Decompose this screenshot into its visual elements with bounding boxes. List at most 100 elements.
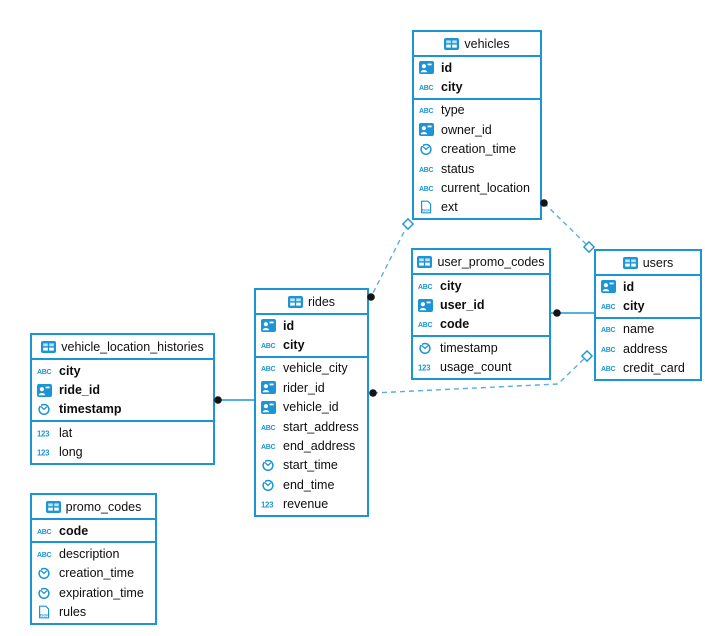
- relationship-vehicle_location_histories-to-rides[interactable]: [214, 396, 254, 404]
- id-icon: [418, 298, 435, 312]
- text-icon: ABC: [418, 281, 435, 291]
- table-header[interactable]: promo_codes: [32, 495, 155, 520]
- column-row-id[interactable]: id: [596, 277, 700, 296]
- number-icon: 123: [261, 499, 278, 510]
- relationship-user_promo_codes-to-users[interactable]: [551, 309, 594, 317]
- datetime-icon: [37, 586, 54, 600]
- column-name: long: [59, 445, 83, 460]
- column-row-long[interactable]: 123 long: [32, 443, 213, 462]
- table-header[interactable]: vehicle_location_histories: [32, 335, 213, 360]
- svg-text:ABC: ABC: [418, 284, 433, 291]
- relationship-line[interactable]: [370, 223, 409, 298]
- svg-text:ABC: ABC: [37, 369, 52, 376]
- table-icon: [287, 295, 303, 308]
- column-row-owner_id[interactable]: owner_id: [414, 120, 540, 139]
- table-title: rides: [307, 294, 336, 309]
- text-icon: ABC: [601, 363, 618, 373]
- table-icon: [45, 500, 61, 513]
- table-header[interactable]: vehicles: [414, 32, 540, 57]
- column-row-rider_id[interactable]: rider_id: [256, 378, 367, 397]
- table-icon: [444, 37, 460, 50]
- svg-text:ABC: ABC: [261, 343, 276, 350]
- id-icon: [261, 381, 278, 395]
- column-row-start_time[interactable]: start_time: [256, 456, 367, 475]
- column-name: ride_id: [59, 383, 100, 398]
- column-row-creation_time[interactable]: creation_time: [414, 140, 540, 159]
- column-row-ride_id[interactable]: ride_id: [32, 380, 213, 399]
- table-header[interactable]: users: [596, 251, 700, 276]
- column-name: rules: [59, 605, 87, 620]
- column-name: id: [623, 279, 635, 294]
- column-name: description: [59, 547, 120, 562]
- column-name: creation_time: [59, 566, 135, 581]
- svg-text:JSON: JSON: [421, 209, 431, 213]
- relationship-vehicles-to-users[interactable]: [540, 199, 596, 254]
- column-row-end_time[interactable]: end_time: [256, 475, 367, 494]
- column-row-user_id[interactable]: user_id: [413, 295, 549, 314]
- relationship-rides-to-vehicles[interactable]: [367, 217, 415, 301]
- text-icon: ABC: [261, 340, 278, 350]
- column-row-vehicle_id[interactable]: vehicle_id: [256, 398, 367, 417]
- datetime-icon: [37, 402, 54, 416]
- column-name: id: [283, 318, 295, 333]
- column-row-timestamp[interactable]: timestamp: [32, 400, 213, 419]
- table-title: vehicle_location_histories: [61, 339, 204, 354]
- column-row-id[interactable]: id: [414, 58, 540, 77]
- column-row-creation_time[interactable]: creation_time: [32, 564, 155, 583]
- svg-text:ABC: ABC: [601, 327, 616, 334]
- column-row-expiration_time[interactable]: expiration_time: [32, 583, 155, 602]
- datetime-icon: [419, 142, 436, 156]
- table-header[interactable]: user_promo_codes: [413, 250, 549, 275]
- text-icon: ABC: [419, 164, 436, 174]
- column-row-vehicle_city[interactable]: ABC vehicle_city: [256, 359, 367, 378]
- svg-text:123: 123: [37, 449, 50, 458]
- text-icon: ABC: [261, 363, 278, 373]
- datetime-icon: [37, 566, 54, 580]
- column-row-id[interactable]: id: [256, 316, 367, 335]
- table-header[interactable]: rides: [256, 290, 367, 315]
- column-row-timestamp[interactable]: timestamp: [413, 338, 549, 357]
- svg-text:123: 123: [418, 364, 431, 373]
- column-name: vehicle_city: [283, 361, 348, 376]
- number-icon: 123: [37, 428, 54, 438]
- svg-text:ABC: ABC: [601, 366, 616, 373]
- svg-text:ABC: ABC: [37, 529, 52, 536]
- column-name: vehicle_id: [283, 400, 339, 415]
- relationship-line[interactable]: [543, 202, 590, 248]
- table-icon: [417, 255, 433, 268]
- table-icon: [622, 256, 638, 269]
- number-icon: 123: [418, 362, 435, 373]
- svg-text:ABC: ABC: [601, 304, 616, 311]
